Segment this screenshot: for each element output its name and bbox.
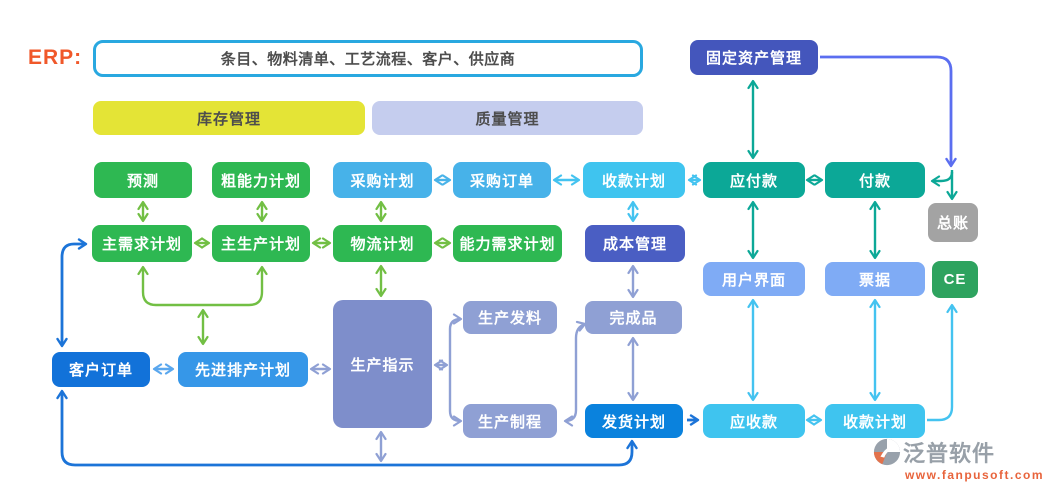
brand-name: 泛普软件 [902, 441, 995, 466]
node-receipt-plan-top: 收款计划 [583, 162, 685, 198]
node-rough-capacity-plan: 粗能力计划 [212, 162, 310, 198]
fanpu-logo-icon [873, 438, 901, 466]
brand-url: www.fanpusoft.com [904, 468, 1044, 482]
node-purchase-order: 采购订单 [453, 162, 551, 198]
cyan-finance-arrows [552, 174, 958, 426]
node-cost-management: 成本管理 [585, 225, 685, 262]
node-general-ledger: 总账 [928, 203, 978, 242]
arrow-junction-payment [930, 171, 954, 187]
node-fixed-asset-management: 固定资产管理 [690, 40, 818, 75]
teal-payment-arrows [747, 79, 958, 260]
node-receivables: 应收款 [703, 404, 805, 438]
inventory-management-band: 库存管理 [93, 101, 365, 135]
indigo-asset-line [820, 55, 957, 168]
erp-label: ERP: [28, 46, 83, 69]
bracket-issue-process [448, 313, 463, 427]
node-delivery-plan: 发货计划 [585, 404, 683, 438]
arrow-fixedassets-ledger [820, 55, 957, 168]
arrow-customerorder-masterdemand [56, 238, 88, 348]
node-ce: CE [932, 261, 978, 298]
blue-order-loop [56, 238, 700, 467]
node-purchase-plan: 采购计划 [333, 162, 432, 198]
node-finished-goods: 完成品 [585, 301, 682, 334]
node-master-demand-plan: 主需求计划 [92, 225, 192, 262]
node-production-order: 生产指示 [333, 300, 432, 428]
node-receipt-plan-bottom: 收款计划 [825, 404, 925, 438]
quality-management-band: 质量管理 [372, 101, 643, 135]
arrow-receiptplanbottom-ce [927, 303, 958, 422]
bracket-masterplans [137, 265, 268, 307]
node-payables: 应付款 [703, 162, 805, 198]
node-forecast: 预测 [94, 162, 192, 198]
node-user-interface: 用户界面 [703, 262, 805, 296]
arrow-customerorder-delivery-loop [56, 389, 638, 467]
node-master-production-plan: 主生产计划 [212, 225, 310, 262]
node-bills: 票据 [825, 262, 925, 296]
node-advanced-scheduling-plan: 先进排产计划 [178, 352, 308, 387]
node-production-process: 生产制程 [463, 404, 557, 438]
node-customer-order: 客户订单 [52, 352, 150, 387]
master-data-box: 条目、物料清单、工艺流程、客户、供应商 [93, 40, 643, 77]
node-capacity-requirement-plan: 能力需求计划 [453, 225, 562, 262]
green-planning-arrows [137, 200, 452, 346]
fanpu-watermark: 泛普软件 www.fanpusoft.com [873, 436, 1044, 482]
node-production-issue: 生产发料 [463, 301, 557, 334]
arrow-process-finished [563, 320, 587, 427]
node-payment: 付款 [825, 162, 925, 198]
node-logistics-plan: 物流计划 [333, 225, 432, 262]
